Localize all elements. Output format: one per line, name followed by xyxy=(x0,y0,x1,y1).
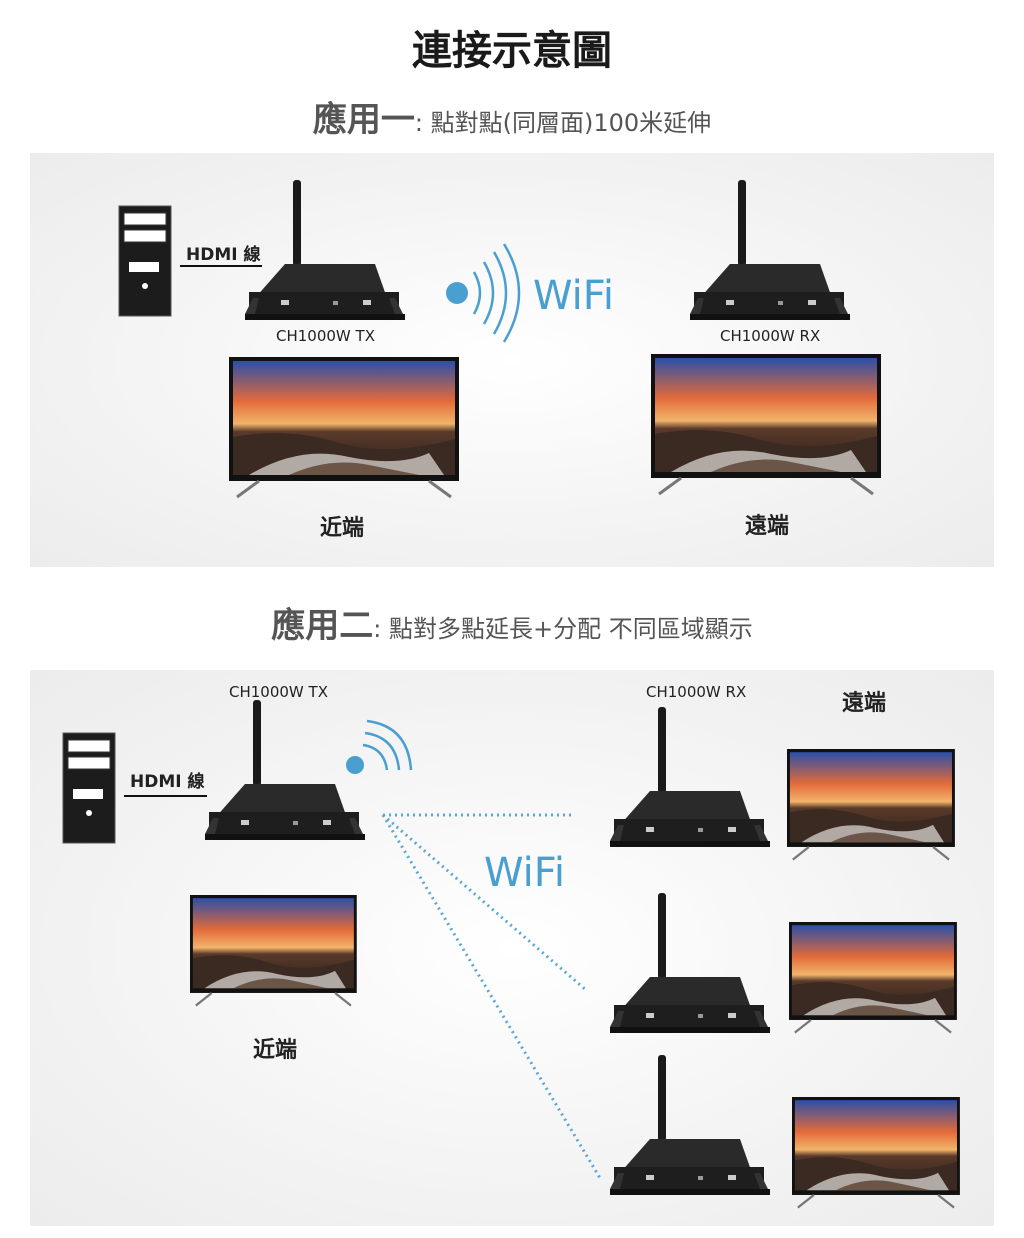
wifi-label: WiFi xyxy=(484,850,565,896)
application-1-heading-main: 應用一 xyxy=(312,100,415,140)
far-end-tv-icon xyxy=(785,747,957,861)
far-end-label: 遠端 xyxy=(745,514,790,539)
receiver-device-icon xyxy=(610,707,770,847)
receiver-label: CH1000W RX xyxy=(720,327,821,345)
far-end-tv-icon xyxy=(790,1095,962,1209)
application-1-heading: 應用一: 點對點(同層面)100米延伸 xyxy=(0,92,1024,141)
transmitter-label: CH1000W TX xyxy=(276,327,375,345)
wifi-wave-icon xyxy=(472,271,482,315)
wifi-wave-icon xyxy=(492,251,508,335)
transmitter-device-icon xyxy=(205,700,365,840)
source-pc-icon xyxy=(62,732,116,844)
wifi-wave-icon xyxy=(366,719,413,771)
source-pc-icon xyxy=(118,205,172,317)
receiver-device-icon xyxy=(610,893,770,1033)
hdmi-cable-label: HDMI 線 xyxy=(186,245,261,265)
far-end-tv-icon xyxy=(649,352,883,496)
wifi-dot-icon xyxy=(346,756,364,774)
wifi-wave-icon xyxy=(362,743,389,771)
transmitter-device-icon xyxy=(245,180,405,320)
near-end-label: 近端 xyxy=(320,516,365,541)
hdmi-cable-label: HDMI 線 xyxy=(130,772,205,792)
transmitter-label: CH1000W TX xyxy=(229,683,328,701)
wifi-wave-icon xyxy=(482,261,495,325)
far-end-tv-icon xyxy=(787,920,959,1034)
wifi-dot-icon xyxy=(446,282,468,304)
application-2-heading: 應用二: 點對多點延長+分配 不同區域顯示 xyxy=(0,598,1024,647)
wifi-wave-icon xyxy=(502,243,521,343)
application-2-heading-sub: : 點對多點延長+分配 不同區域顯示 xyxy=(373,615,753,643)
application-1-heading-sub: : 點對點(同層面)100米延伸 xyxy=(414,109,712,137)
wifi-link-line xyxy=(381,814,602,1179)
near-end-tv-icon xyxy=(227,355,461,499)
receiver-device-icon xyxy=(690,180,850,320)
receiver-label: CH1000W RX xyxy=(646,683,747,701)
wifi-link-line xyxy=(382,813,587,992)
near-end-label: 近端 xyxy=(253,1038,298,1063)
receiver-device-icon xyxy=(610,1055,770,1195)
near-end-tv-icon xyxy=(188,893,358,1007)
far-end-label: 遠端 xyxy=(842,691,887,716)
wifi-label: WiFi xyxy=(533,273,614,319)
wifi-wave-icon xyxy=(364,731,401,771)
application-2-heading-main: 應用二 xyxy=(271,606,374,646)
page-title: 連接示意圖 xyxy=(412,28,612,74)
